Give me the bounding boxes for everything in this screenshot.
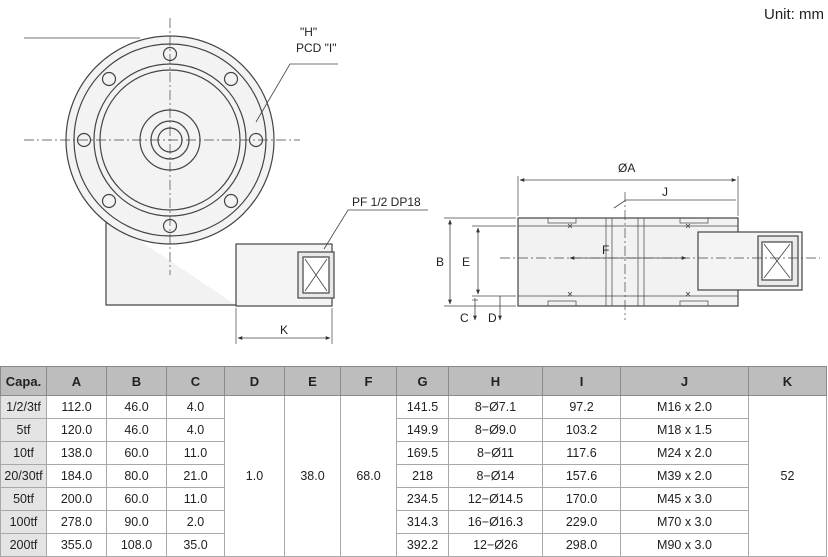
cell-capa: 1/2/3tf (0, 395, 47, 419)
label-pf: PF 1/2 DP18 (352, 195, 421, 209)
cell-j: M16 x 2.0 (620, 395, 749, 419)
cell-j: M70 x 3.0 (620, 510, 749, 534)
cell-a: 355.0 (46, 533, 107, 557)
cell-g: 392.2 (396, 533, 449, 557)
cell-a: 278.0 (46, 510, 107, 534)
cell-j: M45 x 3.0 (620, 487, 749, 511)
cell-h: 12−Ø14.5 (448, 487, 543, 511)
cell-k-shared: 52 (748, 395, 827, 557)
table-row: 1/2/3tf 112.0 46.0 4.0 1.0 38.0 68.0 141… (0, 395, 827, 557)
header-c: C (166, 366, 225, 396)
cell-b: 80.0 (106, 464, 167, 488)
label-pcd: PCD "I" (296, 41, 337, 55)
spec-table-wrap: Capa. A B C D E F G H I J K 1/2/3tf 112.… (0, 366, 828, 557)
cell-capa: 200tf (0, 533, 47, 557)
cell-c: 11.0 (166, 487, 225, 511)
cell-b: 90.0 (106, 510, 167, 534)
top-view (24, 18, 428, 344)
technical-drawing: "H" PCD "I" PF 1/2 DP18 K (24, 18, 820, 344)
cell-g: 218 (396, 464, 449, 488)
cell-e-shared: 38.0 (284, 395, 341, 557)
cell-h: 8−Ø14 (448, 464, 543, 488)
cell-c: 2.0 (166, 510, 225, 534)
cell-a: 184.0 (46, 464, 107, 488)
cell-capa: 10tf (0, 441, 47, 465)
cell-g: 149.9 (396, 418, 449, 442)
cell-i: 298.0 (542, 533, 621, 557)
table-row: 50tf 200.0 60.0 11.0 234.5 12−Ø14.5 170.… (0, 487, 827, 511)
cell-a: 200.0 (46, 487, 107, 511)
cell-c: 11.0 (166, 441, 225, 465)
header-b: B (106, 366, 167, 396)
header-j: J (620, 366, 749, 396)
cell-c: 4.0 (166, 418, 225, 442)
cell-i: 97.2 (542, 395, 621, 419)
label-h: "H" (300, 25, 317, 39)
cell-a: 120.0 (46, 418, 107, 442)
header-a: A (46, 366, 107, 396)
table-row: 10tf 138.0 60.0 11.0 169.5 8−Ø11 117.6 M… (0, 441, 827, 465)
cell-g: 314.3 (396, 510, 449, 534)
side-view (444, 176, 820, 321)
cell-capa: 5tf (0, 418, 47, 442)
cell-a: 112.0 (46, 395, 107, 419)
table-row: 200tf 355.0 108.0 35.0 392.2 12−Ø26 298.… (0, 533, 827, 557)
cell-j: M39 x 2.0 (620, 464, 749, 488)
cell-b: 46.0 (106, 418, 167, 442)
header-e: E (284, 366, 341, 396)
header-f: F (340, 366, 397, 396)
cell-h: 8−Ø7.1 (448, 395, 543, 419)
table-row: 100tf 278.0 90.0 2.0 314.3 16−Ø16.3 229.… (0, 510, 827, 534)
cell-d-shared: 1.0 (224, 395, 285, 557)
cell-b: 46.0 (106, 395, 167, 419)
cell-b: 108.0 (106, 533, 167, 557)
label-b: B (436, 255, 444, 269)
cell-g: 141.5 (396, 395, 449, 419)
table-row: 5tf 120.0 46.0 4.0 149.9 8−Ø9.0 103.2 M1… (0, 418, 827, 442)
label-c: C (460, 311, 469, 325)
header-h: H (448, 366, 543, 396)
cell-g: 169.5 (396, 441, 449, 465)
cell-b: 60.0 (106, 441, 167, 465)
cell-h: 12−Ø26 (448, 533, 543, 557)
cell-h: 8−Ø9.0 (448, 418, 543, 442)
cell-i: 103.2 (542, 418, 621, 442)
cell-c: 4.0 (166, 395, 225, 419)
cell-i: 170.0 (542, 487, 621, 511)
label-k: K (280, 323, 288, 337)
cell-i: 229.0 (542, 510, 621, 534)
cell-j: M24 x 2.0 (620, 441, 749, 465)
header-capa: Capa. (0, 366, 47, 396)
header-row: Capa. A B C D E F G H I J K (0, 366, 827, 396)
cell-a: 138.0 (46, 441, 107, 465)
cell-f-shared: 68.0 (340, 395, 397, 557)
cell-capa: 100tf (0, 510, 47, 534)
table-row: 20/30tf 184.0 80.0 21.0 218 8−Ø14 157.6 … (0, 464, 827, 488)
cell-h: 8−Ø11 (448, 441, 543, 465)
unit-label: Unit: mm (764, 6, 824, 23)
cell-capa: 20/30tf (0, 464, 47, 488)
cell-capa: 50tf (0, 487, 47, 511)
header-k: K (748, 366, 827, 396)
cell-c: 35.0 (166, 533, 225, 557)
cell-i: 157.6 (542, 464, 621, 488)
cell-b: 60.0 (106, 487, 167, 511)
cell-c: 21.0 (166, 464, 225, 488)
label-oa: ØA (618, 161, 635, 175)
cell-j: M18 x 1.5 (620, 418, 749, 442)
cell-g: 234.5 (396, 487, 449, 511)
label-d: D (488, 311, 497, 325)
header-g: G (396, 366, 449, 396)
cell-i: 117.6 (542, 441, 621, 465)
cell-j: M90 x 3.0 (620, 533, 749, 557)
label-e: E (462, 255, 470, 269)
spec-table: Capa. A B C D E F G H I J K 1/2/3tf 112.… (0, 366, 827, 557)
header-i: I (542, 366, 621, 396)
label-j: J (662, 185, 668, 199)
label-f: F (602, 243, 609, 257)
cell-h: 16−Ø16.3 (448, 510, 543, 534)
header-d: D (224, 366, 285, 396)
